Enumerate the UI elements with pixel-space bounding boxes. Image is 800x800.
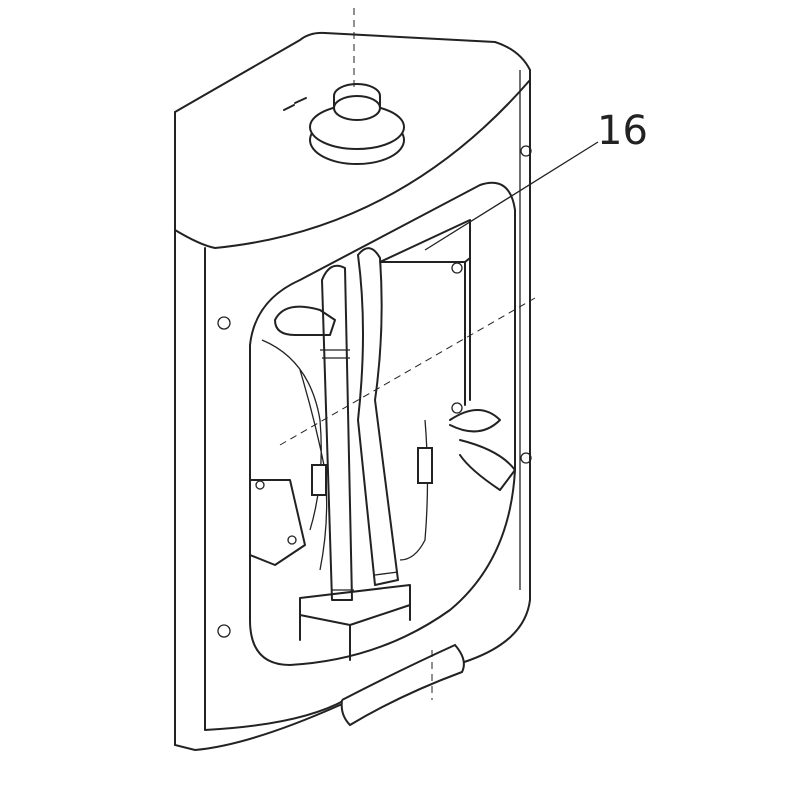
frame-screw [217,316,231,330]
knob-cap [333,95,381,121]
screw [451,262,463,274]
base-tray [299,584,411,661]
connector [311,464,327,496]
callout-leader-line [424,141,599,251]
frame-screw [217,624,231,638]
frame-screw [520,452,532,464]
center-line-diagonal [279,297,536,446]
hose-clamp [449,409,516,491]
housing-side-edge [204,247,346,731]
screw [451,402,463,414]
pipe-ring [320,349,399,591]
control-box [379,219,471,406]
screw [255,480,265,490]
knob-stem [333,83,381,109]
pipe-right [357,247,399,586]
callout-label-16: 16 [597,108,648,154]
pipe-fitting [274,305,336,336]
top-cap-edge [174,79,531,249]
pipe-left [321,264,353,601]
window-opening [249,181,516,667]
connector [417,447,433,484]
indicator-marks [283,97,307,111]
bottom-handle [340,643,465,727]
motor-bracket [249,479,306,566]
frame-screw [520,145,532,157]
screw [287,535,297,545]
